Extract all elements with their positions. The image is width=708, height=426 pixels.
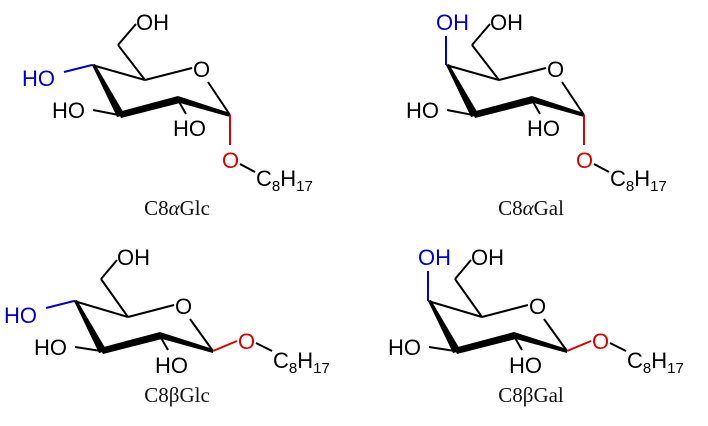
c2-hydroxyl-label: HO	[509, 353, 542, 378]
caption-c8-alpha-gal: C8αGal	[498, 196, 564, 220]
octyl-chain-label: C8H17	[256, 166, 313, 195]
c3-hydroxyl-label: HO	[388, 335, 421, 360]
c4-hydroxyl-label: OH	[418, 245, 451, 270]
ring-oxygen-label: O	[529, 294, 546, 319]
octyl-chain-label: C8H17	[610, 166, 667, 195]
c4-hydroxyl-label: HO	[4, 303, 37, 328]
octyl-chain-label: C8H17	[273, 348, 330, 377]
c2-hydroxyl-label: HO	[527, 116, 560, 141]
caption-c8-alpha-glc: C8αGlc	[144, 196, 210, 220]
molecule-drawing: OH O HO HO HO O C8H17	[22, 10, 313, 195]
c3-hydroxyl-label: HO	[34, 335, 67, 360]
ring-oxygen-label: O	[193, 57, 210, 82]
c4-hydroxyl-label: HO	[22, 66, 55, 91]
octyl-chain-label: C8H17	[627, 348, 684, 377]
c3-hydroxyl-label: HO	[406, 98, 439, 123]
molecule-drawing: OH O OH HO HO O C8H17	[388, 245, 684, 378]
structure-c8-beta-glc: OH O HO HO HO O C8H17 C8βGlc	[0, 213, 354, 426]
glycosidic-oxygen-label: O	[238, 329, 255, 354]
glycosidic-oxygen-label: O	[592, 329, 609, 354]
hydroxyl-label: OH	[117, 245, 150, 270]
hydroxyl-label: OH	[471, 245, 504, 270]
c4-hydroxyl-label: OH	[436, 10, 469, 35]
caption-c8-beta-glc: C8βGlc	[144, 383, 210, 407]
hydroxyl-label: OH	[136, 10, 169, 35]
c2-hydroxyl-label: HO	[173, 116, 206, 141]
molecule-drawing: OH O OH HO HO O C8H17	[406, 10, 667, 195]
c3-hydroxyl-label: HO	[52, 98, 85, 123]
caption-c8-beta-gal: C8βGal	[498, 383, 564, 407]
glycosidic-oxygen-label: O	[222, 148, 239, 173]
structure-c8-alpha-glc: OH O HO HO HO O C8H17 C8αGlc	[0, 0, 354, 220]
structure-c8-alpha-gal: OH O OH HO HO O C8H17 C8αGal	[354, 0, 708, 220]
molecule-drawing: OH O HO HO HO O C8H17	[4, 245, 330, 378]
c2-hydroxyl-label: HO	[155, 353, 188, 378]
ring-oxygen-label: O	[547, 57, 564, 82]
glycosidic-oxygen-label: O	[576, 148, 593, 173]
ring-oxygen-label: O	[175, 294, 192, 319]
hydroxyl-label: OH	[490, 10, 523, 35]
structure-c8-beta-gal: OH O OH HO HO O C8H17 C8βGal	[354, 213, 708, 426]
